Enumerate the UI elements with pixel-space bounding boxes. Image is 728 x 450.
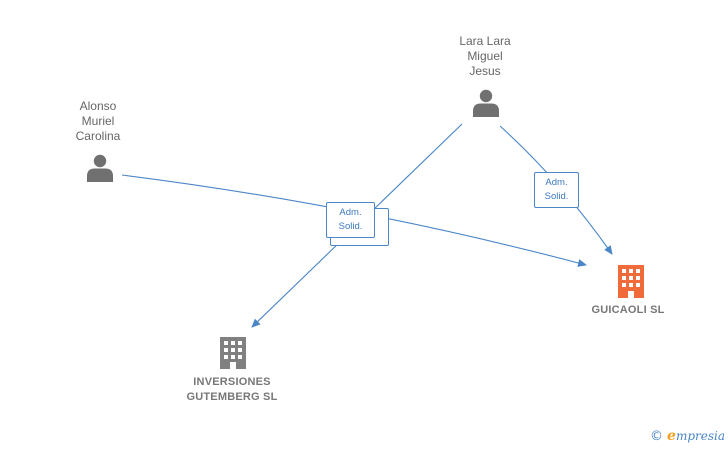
building-icon[interactable] xyxy=(220,337,246,369)
person-icon[interactable] xyxy=(473,89,499,117)
company-label-guicaoli[interactable]: GUICAOLI SL xyxy=(591,304,665,316)
building-icon[interactable] xyxy=(618,265,644,298)
brand-name: mpresia xyxy=(675,429,725,443)
edge-label-lara-guicaoli: Adm. Solid. xyxy=(534,172,579,208)
person-label-alonso: Alonso Muriel Carolina xyxy=(75,99,121,143)
company-label-inversiones[interactable]: INVERSIONES GUTEMBERG SL xyxy=(186,376,278,403)
edge-label-lara-inversiones: Adm. Solid. xyxy=(326,202,375,238)
brand-initial: e xyxy=(667,428,676,444)
brand-watermark: © empresia xyxy=(650,428,725,444)
copyright-icon: © xyxy=(650,428,664,444)
person-label-lara: Lara Lara Miguel Jesus xyxy=(459,34,511,78)
person-icon[interactable] xyxy=(87,154,113,182)
